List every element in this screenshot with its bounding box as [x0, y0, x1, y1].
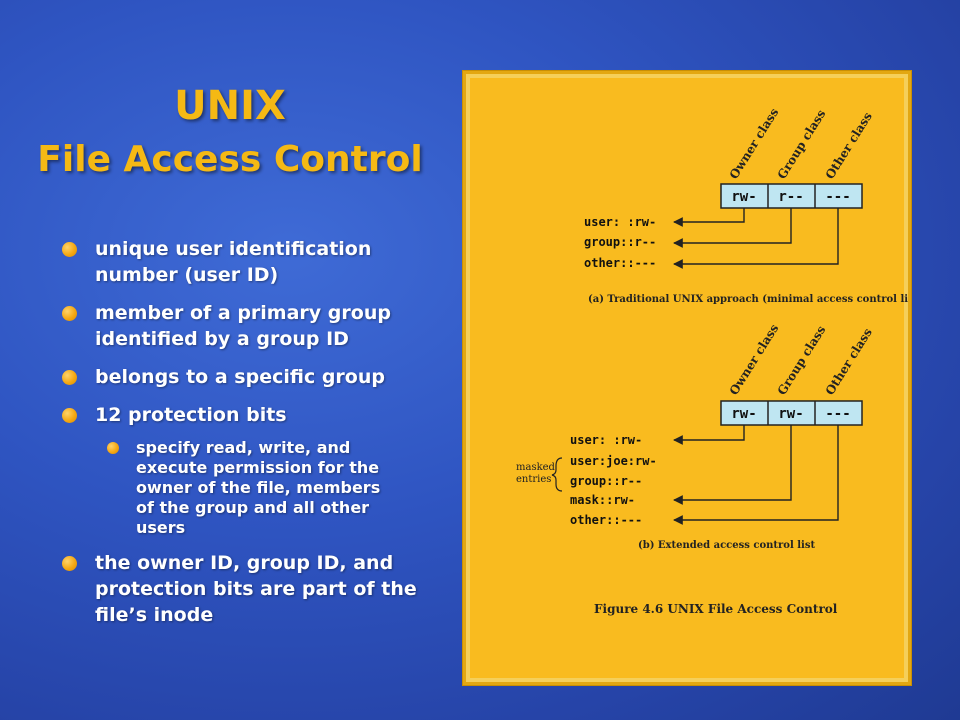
bullet-icon	[62, 242, 77, 257]
bullet-list: unique user identification number (user …	[58, 236, 428, 640]
bullet-item: unique user identification number (user …	[58, 236, 428, 288]
sub-bullet-item: specify read, write, and execute permiss…	[104, 438, 396, 538]
owner-class-label: Owner class	[727, 321, 782, 397]
bullet-text: member of a primary group identified by …	[95, 302, 391, 350]
acl-entry: user:joe:rw-	[570, 454, 657, 468]
bullet-text: 12 protection bits	[95, 404, 287, 426]
diagram-b: Owner class Group class Other class rw- …	[516, 321, 875, 551]
title-line-2: File Access Control	[37, 139, 423, 180]
group-class-label: Group class	[775, 107, 829, 182]
bullet-icon	[62, 408, 77, 423]
title-line-1: UNIX	[174, 83, 286, 129]
acl-entry: mask::rw-	[570, 493, 635, 507]
diagram-a: Owner class Group class Other class rw- …	[584, 105, 908, 305]
bullet-item: member of a primary group identified by …	[58, 300, 428, 352]
acl-entry: other::---	[584, 256, 656, 270]
bullet-icon	[62, 556, 77, 571]
owner-class-label: Owner class	[727, 105, 782, 181]
caption-a: (a) Traditional UNIX approach (minimal a…	[588, 294, 908, 305]
access-control-diagram: Owner class Group class Other class rw- …	[516, 105, 908, 616]
permission-bits-box	[720, 400, 863, 426]
group-class-label: Group class	[775, 323, 829, 398]
bullet-icon	[62, 306, 77, 321]
other-bits: ---	[825, 189, 850, 205]
group-bits: r--	[778, 189, 803, 205]
bullet-icon	[62, 370, 77, 385]
bullet-text: belongs to a specific group	[95, 366, 385, 388]
figure-panel: Owner class Group class Other class rw- …	[463, 71, 911, 685]
caption-b: (b) Extended access control list	[638, 540, 815, 551]
bullet-text: the owner ID, group ID, and protection b…	[95, 552, 417, 626]
acl-entry: group::r--	[570, 474, 642, 488]
permission-bits-box	[720, 183, 863, 209]
other-bits: ---	[825, 406, 850, 422]
bullet-text: specify read, write, and execute permiss…	[136, 438, 381, 537]
other-class-label: Other class	[823, 110, 875, 182]
slide-title: UNIX File Access Control	[0, 78, 460, 186]
other-class-label: Other class	[823, 326, 875, 398]
bullet-item: 12 protection bits	[58, 402, 428, 428]
masked-label: masked	[516, 462, 556, 473]
acl-entry: other::---	[570, 513, 642, 527]
bullet-item: belongs to a specific group	[58, 364, 428, 390]
acl-entry: user: :rw-	[584, 215, 656, 229]
acl-entry: group::r--	[584, 235, 656, 249]
bullet-text: unique user identification number (user …	[95, 238, 372, 286]
bullet-icon	[107, 442, 119, 454]
group-bits: rw-	[778, 406, 803, 422]
brace-icon	[551, 457, 563, 492]
owner-bits: rw-	[731, 406, 756, 422]
owner-bits: rw-	[731, 189, 756, 205]
acl-entry: user: :rw-	[570, 433, 642, 447]
masked-label: entries	[516, 474, 551, 485]
bullet-item: the owner ID, group ID, and protection b…	[58, 550, 428, 628]
figure-caption: Figure 4.6 UNIX File Access Control	[594, 602, 838, 616]
